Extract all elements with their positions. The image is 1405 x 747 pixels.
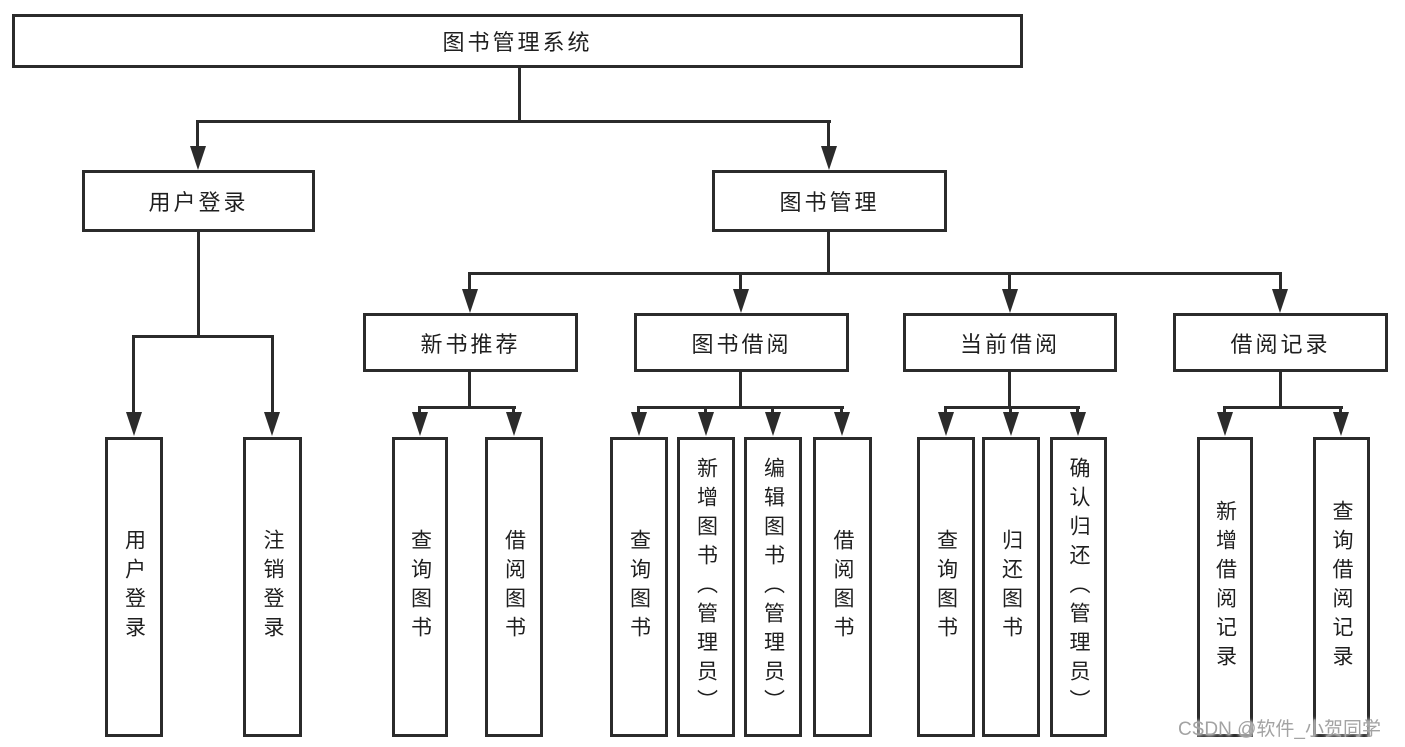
leaf-label: 借阅图书 [831, 529, 854, 645]
node-root: 图书管理系统 [12, 14, 1023, 68]
connector-line [637, 406, 640, 416]
leaf-add-borrow-record: 新增借阅记录 [1197, 437, 1253, 737]
node-borrow-record-label: 借阅记录 [1230, 331, 1331, 357]
arrow-down-icon [834, 412, 850, 436]
connector-line [1008, 272, 1011, 290]
arrow-down-icon [1272, 289, 1288, 313]
connector-line [468, 272, 471, 290]
connector-line [1339, 406, 1342, 416]
node-book-management-label: 图书管理 [779, 190, 880, 215]
connector-line [827, 232, 830, 275]
connector-line [196, 120, 199, 150]
leaf-label: 查询借阅记录 [1330, 500, 1353, 674]
connector-line [132, 335, 274, 338]
connector-line [518, 68, 521, 123]
arrow-down-icon [1217, 412, 1233, 436]
arrow-down-icon [190, 146, 206, 170]
node-current-borrow-label: 当前借阅 [959, 331, 1060, 357]
connector-line [1224, 406, 1343, 409]
leaf-edit-books-admin: 编辑图书（管理员） [744, 437, 802, 737]
connector-line [1008, 372, 1011, 409]
leaf-label: 查询图书 [408, 529, 432, 645]
leaf-label: 查询图书 [627, 529, 651, 645]
connector-line [469, 272, 1282, 275]
node-current-borrow: 当前借阅 [903, 313, 1117, 372]
leaf-confirm-return-admin: 确认归还（管理员） [1050, 437, 1107, 737]
node-user-login-label: 用户登录 [148, 190, 249, 215]
leaf-label: 借阅图书 [502, 529, 526, 645]
arrow-down-icon [765, 412, 781, 436]
leaf-label: 编辑图书（管理员） [761, 456, 785, 718]
arrow-down-icon [1333, 412, 1349, 436]
connector-line [1223, 406, 1226, 416]
node-new-book-recommend-label: 新书推荐 [420, 331, 521, 357]
connector-line [1279, 372, 1282, 409]
leaf-query-borrow-record: 查询借阅记录 [1313, 437, 1370, 737]
connector-line [419, 406, 516, 409]
arrow-down-icon [821, 146, 837, 170]
leaf-label: 确认归还（管理员） [1067, 456, 1090, 718]
leaf-label: 新增图书（管理员） [694, 456, 718, 718]
arrow-down-icon [733, 289, 749, 313]
arrow-down-icon [1002, 289, 1018, 313]
leaf-label: 归还图书 [999, 529, 1023, 645]
connector-line [271, 335, 274, 413]
node-root-label: 图书管理系统 [442, 30, 593, 55]
connector-line [945, 406, 1080, 409]
connector-line [468, 372, 471, 409]
node-user-login: 用户登录 [82, 170, 315, 232]
connector-line [512, 406, 515, 416]
leaf-query-books-current: 查询图书 [917, 437, 975, 737]
arrow-down-icon [631, 412, 647, 436]
leaf-label: 查询图书 [934, 529, 958, 645]
connector-line [739, 272, 742, 290]
leaf-label: 新增借阅记录 [1213, 500, 1237, 674]
connector-line [132, 335, 135, 413]
node-new-book-recommend: 新书推荐 [363, 313, 578, 372]
leaf-logout: 注销登录 [243, 437, 302, 737]
leaf-query-books-recommend: 查询图书 [392, 437, 448, 737]
connector-line [771, 406, 774, 416]
arrow-down-icon [1070, 412, 1086, 436]
connector-line [944, 406, 947, 416]
leaf-borrow-books-recommend: 借阅图书 [485, 437, 543, 737]
connector-line [704, 406, 707, 416]
leaf-label: 用户登录 [122, 529, 146, 645]
node-book-management: 图书管理 [712, 170, 947, 232]
connector-line [197, 232, 200, 338]
connector-line [418, 406, 421, 416]
arrow-down-icon [1003, 412, 1019, 436]
arrow-down-icon [412, 412, 428, 436]
connector-line [1279, 272, 1282, 290]
leaf-add-books-admin: 新增图书（管理员） [677, 437, 735, 737]
leaf-label: 注销登录 [261, 529, 284, 645]
connector-line [1076, 406, 1079, 416]
node-book-borrow-label: 图书借阅 [691, 331, 792, 357]
leaf-user-login: 用户登录 [105, 437, 163, 737]
connector-line [197, 120, 831, 123]
node-borrow-record: 借阅记录 [1173, 313, 1388, 372]
leaf-return-books: 归还图书 [982, 437, 1040, 737]
connector-line [638, 406, 844, 409]
connector-line [827, 120, 830, 150]
arrow-down-icon [126, 412, 142, 436]
connector-line [739, 372, 742, 409]
arrow-down-icon [698, 412, 714, 436]
connector-line [1009, 406, 1012, 416]
leaf-borrow-books: 借阅图书 [813, 437, 872, 737]
arrow-down-icon [264, 412, 280, 436]
arrow-down-icon [506, 412, 522, 436]
arrow-down-icon [462, 289, 478, 313]
csdn-watermark: CSDN @软件_小贺同学 [1178, 719, 1381, 740]
leaf-query-books-borrow: 查询图书 [610, 437, 668, 737]
arrow-down-icon [938, 412, 954, 436]
connector-line [840, 406, 843, 416]
node-book-borrow: 图书借阅 [634, 313, 849, 372]
